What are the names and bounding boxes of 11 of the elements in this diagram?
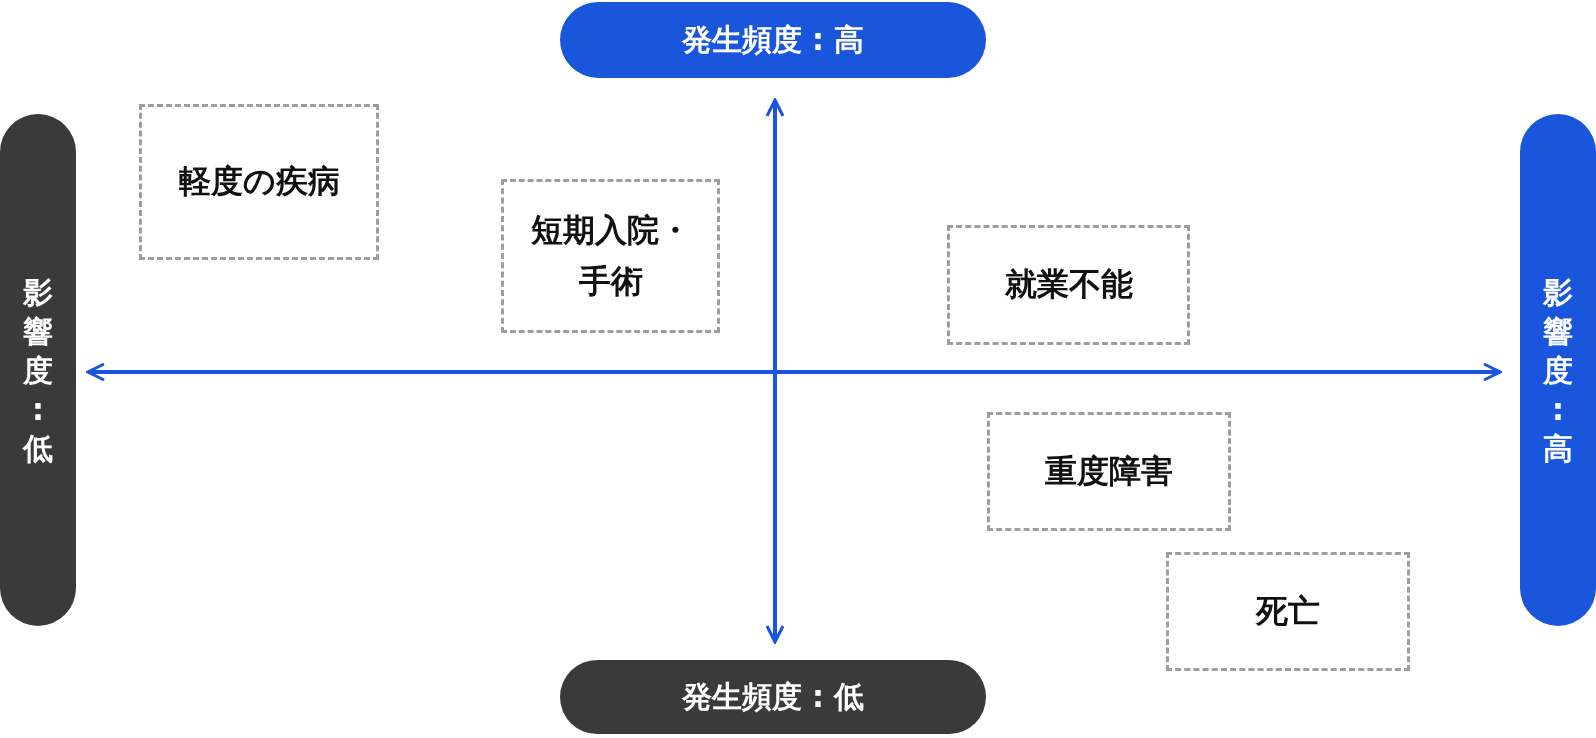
dashed-box: 死亡 (1166, 552, 1410, 671)
double-arrow (86, 362, 1502, 382)
axis-label-pill: 発生頻度 : 高 (560, 2, 986, 78)
double-arrow (765, 98, 785, 644)
axis-label-pill: 発生頻度 : 低 (560, 660, 986, 734)
axis-label-pill: 影響度 : 高 (1520, 114, 1596, 626)
axis-label-pill: 影響度 : 低 (0, 114, 76, 626)
dashed-box: 就業不能 (947, 225, 1190, 345)
dashed-box: 軽度の疾病 (139, 104, 379, 260)
dashed-box: 重度障害 (987, 412, 1231, 531)
dashed-box: 短期入院・手術 (501, 179, 720, 333)
